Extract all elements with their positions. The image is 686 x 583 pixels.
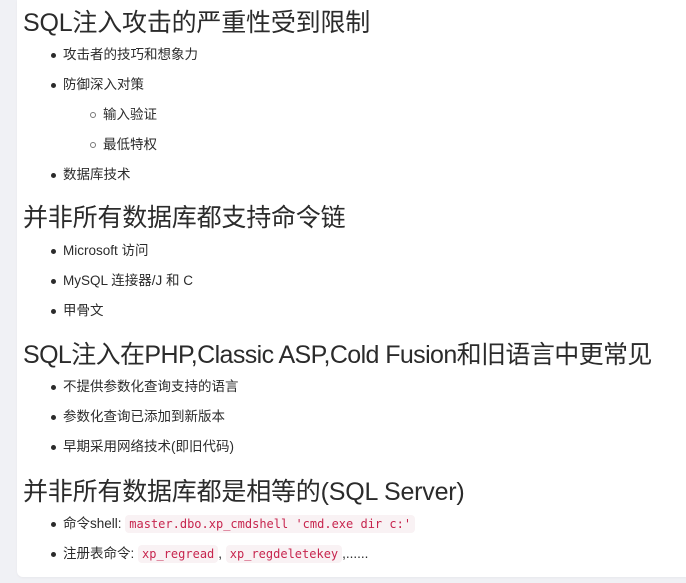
bullet-list: 攻击者的技巧和想象力 防御深入对策 输入验证 最低特权 数据库技术 (17, 47, 370, 183)
bullet-dot-icon (51, 173, 56, 178)
list-item: MySQL 连接器/J 和 C (17, 273, 345, 289)
bullet-dot-icon (51, 53, 56, 58)
bullet-dot-icon (51, 309, 56, 314)
list-item: 不提供参数化查询支持的语言 (17, 379, 652, 395)
sub-list-item: 最低特权 (17, 137, 370, 153)
section-heading: 并非所有数据库都是相等的(SQL Server) (23, 478, 465, 506)
list-item: 早期采用网络技术(即旧代码) (17, 439, 652, 455)
section-heading: SQL注入攻击的严重性受到限制 (23, 9, 371, 37)
bullet-dot-icon (51, 249, 56, 254)
bullet-dot-icon (51, 445, 56, 450)
list-item: 攻击者的技巧和想象力 (17, 47, 370, 63)
list-item: 甲骨文 (17, 303, 345, 319)
slide-card: SQL注入攻击的严重性受到限制 攻击者的技巧和想象力 防御深入对策 输入验证 最… (17, 0, 686, 577)
bullet-circle-icon (90, 142, 96, 148)
bullet-list: Microsoft 访问 MySQL 连接器/J 和 C 甲骨文 (17, 243, 345, 319)
sub-list-item: 输入验证 (17, 107, 370, 123)
code-snippet: xp_regread (138, 545, 219, 563)
bullet-list: 命令shell: master.dbo.xp_cmdshell 'cmd.exe… (17, 515, 465, 563)
list-item: 命令shell: master.dbo.xp_cmdshell 'cmd.exe… (17, 515, 465, 533)
code-snippet: xp_regdeletekey (225, 545, 343, 563)
section-heading: 并非所有数据库都支持命令链 (23, 204, 346, 232)
bullet-dot-icon (51, 83, 56, 88)
list-item: 数据库技术 (17, 167, 370, 183)
bullet-dot-icon (51, 415, 56, 420)
list-item: Microsoft 访问 (17, 243, 345, 259)
bullet-list: 不提供参数化查询支持的语言 参数化查询已添加到新版本 早期采用网络技术(即旧代码… (17, 379, 652, 455)
bullet-dot-icon (51, 385, 56, 390)
bullet-dot-icon (51, 279, 56, 284)
section-sql-server: 并非所有数据库都是相等的(SQL Server) 命令shell: master… (17, 477, 465, 563)
section-severity: SQL注入攻击的严重性受到限制 攻击者的技巧和想象力 防御深入对策 输入验证 最… (17, 8, 370, 183)
section-heading: SQL注入在PHP,Classic ASP,Cold Fusion和旧语言中更常… (23, 341, 652, 369)
bullet-circle-icon (90, 112, 96, 118)
bullet-dot-icon (51, 552, 56, 557)
code-snippet: master.dbo.xp_cmdshell 'cmd.exe dir c:' (125, 515, 416, 533)
bullet-dot-icon (51, 522, 56, 527)
section-command-chaining: 并非所有数据库都支持命令链 Microsoft 访问 MySQL 连接器/J 和… (17, 203, 346, 319)
section-legacy-languages: SQL注入在PHP,Classic ASP,Cold Fusion和旧语言中更常… (17, 340, 652, 455)
list-item: 参数化查询已添加到新版本 (17, 409, 652, 425)
list-item: 防御深入对策 (17, 77, 370, 93)
list-item: 注册表命令: xp_regread, xp_regdeletekey,.....… (17, 545, 465, 563)
